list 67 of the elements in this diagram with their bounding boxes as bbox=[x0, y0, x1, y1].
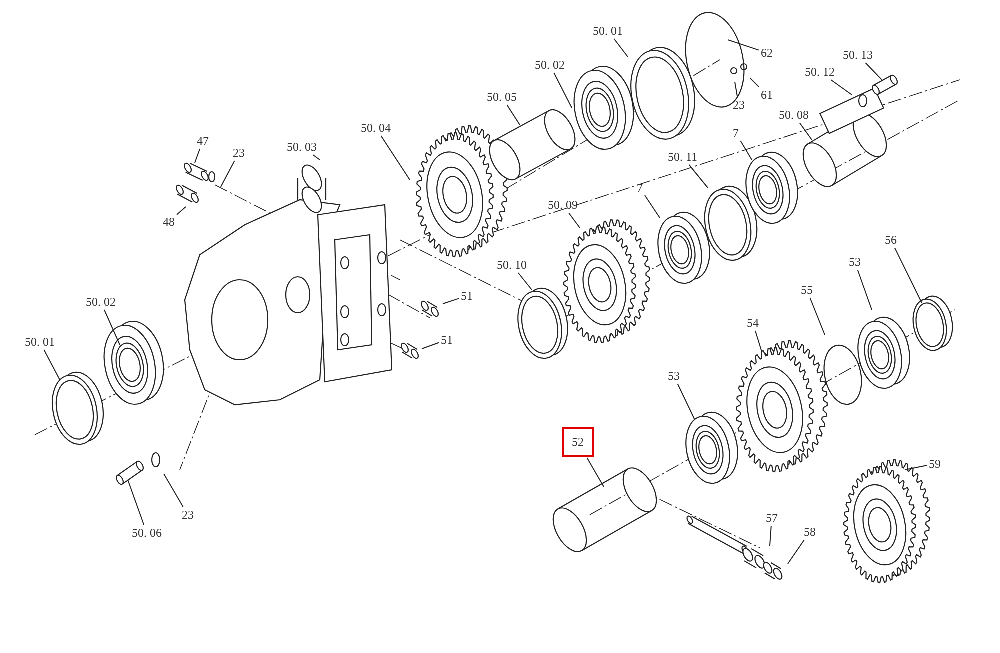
leader-line bbox=[857, 270, 872, 310]
callout-number: 50. 01 bbox=[592, 24, 624, 38]
callout-number: 57 bbox=[765, 511, 779, 525]
callout-number: 56 bbox=[884, 233, 898, 247]
leader-line bbox=[176, 206, 186, 216]
callout-number: 7 bbox=[732, 126, 740, 140]
callout-number: 61 bbox=[760, 88, 774, 102]
leader-line bbox=[44, 350, 60, 380]
callout-number: 23 bbox=[732, 98, 746, 112]
leader-line bbox=[506, 104, 520, 126]
leader-line bbox=[728, 40, 760, 51]
leader-line bbox=[104, 310, 120, 346]
callout-number: 50. 11 bbox=[667, 150, 699, 164]
leader-line bbox=[554, 72, 572, 108]
leader-line bbox=[644, 195, 660, 218]
callout-number: 51 bbox=[440, 333, 454, 347]
leader-line bbox=[734, 82, 738, 98]
callout-number: 50. 09 bbox=[547, 198, 579, 212]
leader-line bbox=[770, 526, 772, 546]
leader-line bbox=[830, 80, 852, 96]
leader-line bbox=[586, 458, 604, 488]
leader-line bbox=[750, 78, 760, 88]
callout-number: 48 bbox=[162, 215, 176, 229]
callout-number: 55 bbox=[800, 283, 814, 297]
callout-number: 50. 10 bbox=[496, 258, 528, 272]
leader-line bbox=[894, 248, 922, 304]
leader-line bbox=[128, 480, 145, 526]
callout-number: 62 bbox=[760, 46, 774, 60]
callout-number: 50. 05 bbox=[486, 90, 518, 104]
callout-number: 50. 13 bbox=[842, 48, 874, 62]
leader-line bbox=[164, 474, 184, 508]
leader-line bbox=[810, 298, 826, 336]
callout-number: 59 bbox=[928, 457, 942, 471]
callout-number: 23 bbox=[232, 146, 246, 160]
leader-line bbox=[904, 465, 928, 470]
callout-number: 50. 01 bbox=[24, 335, 56, 349]
callout-number: 50. 08 bbox=[778, 108, 810, 122]
leader-line bbox=[568, 212, 580, 228]
callout-number: 52 bbox=[562, 427, 594, 457]
callout-number: 53 bbox=[667, 369, 681, 383]
leader-line bbox=[220, 160, 236, 188]
leader-line bbox=[799, 122, 812, 140]
leader-line bbox=[442, 298, 460, 304]
leader-line bbox=[422, 342, 440, 350]
callout-number: 47 bbox=[196, 134, 210, 148]
leader-line bbox=[755, 330, 762, 352]
leader-line bbox=[688, 164, 708, 188]
callout-number: 50. 06 bbox=[131, 526, 163, 540]
callout-number: 50. 02 bbox=[85, 295, 117, 309]
leader-line bbox=[865, 62, 882, 80]
callout-number: 53 bbox=[848, 255, 862, 269]
leader-line bbox=[677, 384, 696, 420]
leader-line bbox=[740, 140, 752, 160]
callout-number: 50. 04 bbox=[360, 121, 392, 135]
callout-number: 50. 12 bbox=[804, 65, 836, 79]
callout-number: 51 bbox=[460, 289, 474, 303]
leader-line bbox=[788, 540, 805, 564]
callout-number: 54 bbox=[746, 316, 760, 330]
callout-number: 50. 02 bbox=[534, 58, 566, 72]
leader-line bbox=[312, 154, 320, 160]
leader-line bbox=[518, 272, 532, 290]
callout-number: 58 bbox=[803, 525, 817, 539]
leader-line bbox=[194, 148, 201, 164]
callout-number: 50. 03 bbox=[286, 140, 318, 154]
leader-line bbox=[614, 38, 628, 58]
callout-number: 23 bbox=[181, 508, 195, 522]
leader-line bbox=[380, 136, 410, 180]
